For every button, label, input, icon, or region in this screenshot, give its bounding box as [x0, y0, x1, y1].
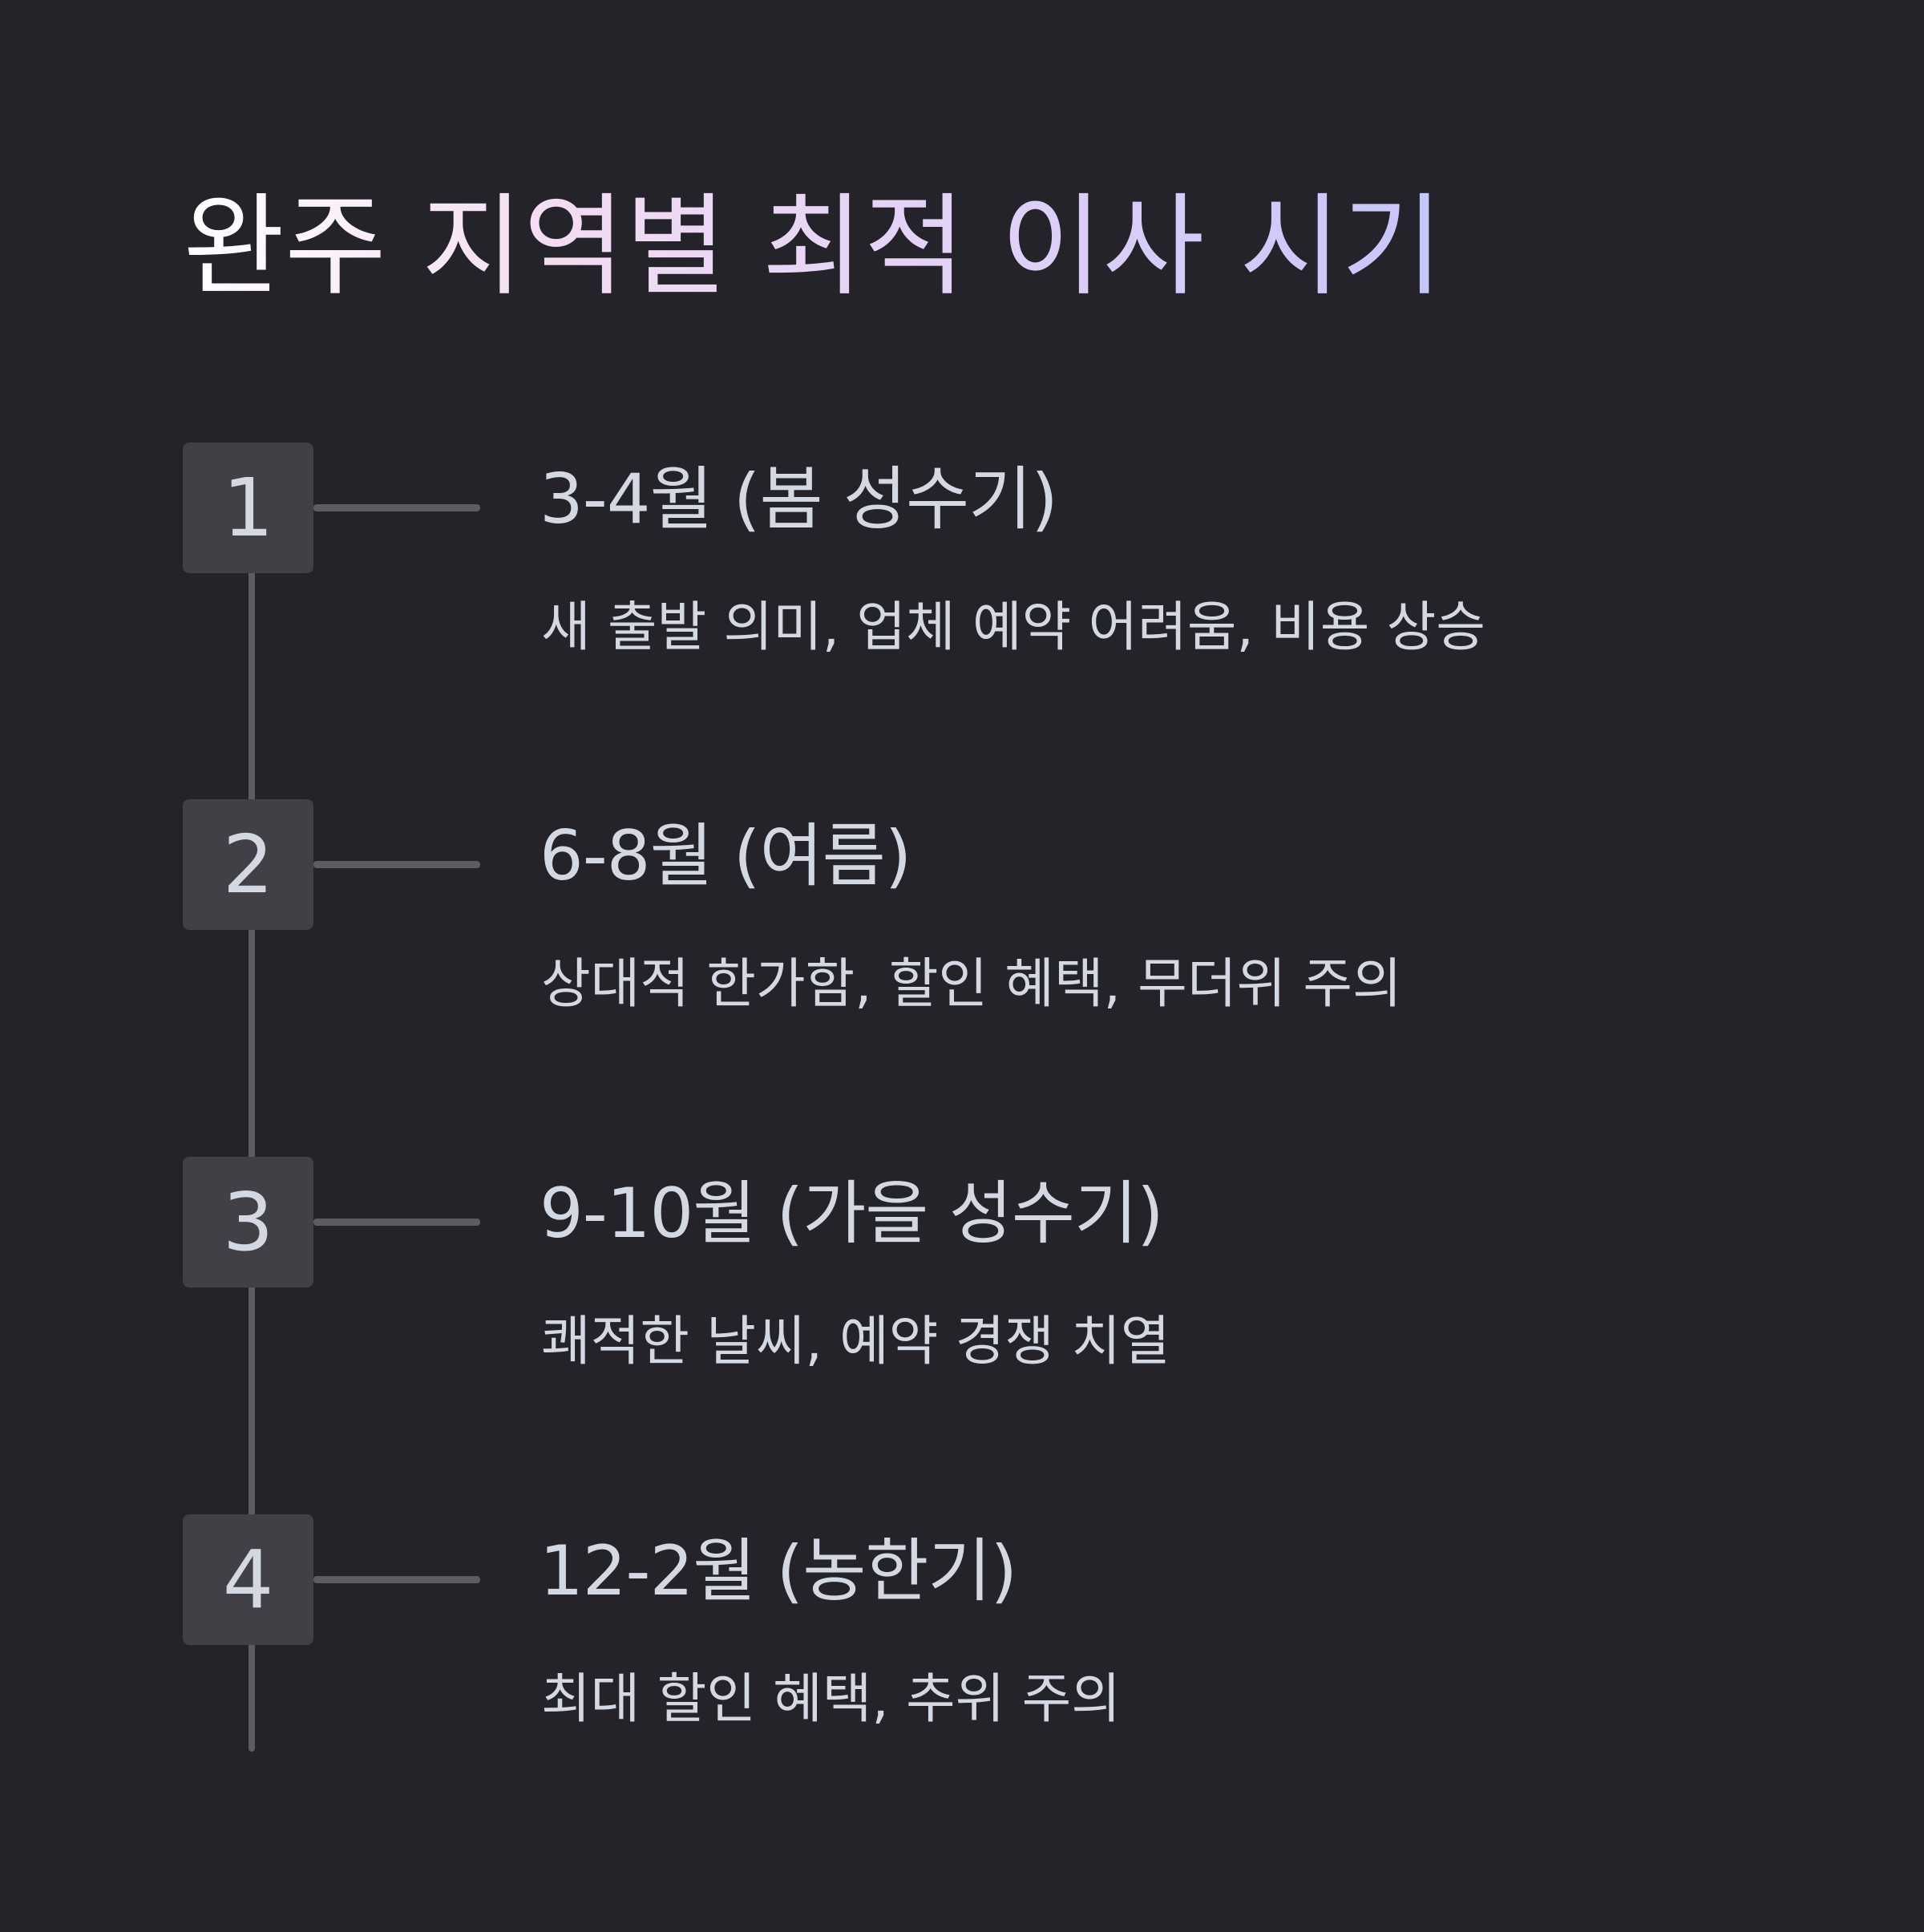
step-description: 상대적 한가함, 할인 혜택, 무더위 주의: [541, 952, 1402, 1015]
step-description: 새 출발 의미, 업체 예약 어려움, 비용 상승: [541, 596, 1485, 658]
timeline-step-3: 3 9-10월 (가을 성수기) 쾌적한 날씨, 예약 경쟁 치열: [0, 1157, 1924, 1372]
step-title: 9-10월 (가을 성수기): [540, 1174, 1164, 1254]
timeline-line: [249, 497, 255, 1752]
step-description: 쾌적한 날씨, 예약 경쟁 치열: [541, 1310, 1170, 1372]
step-title: 12-2월 (농한기): [540, 1531, 1017, 1611]
step-connector: [313, 1219, 480, 1226]
step-number-badge: 1: [183, 443, 313, 573]
step-connector: [313, 504, 480, 511]
step-number-badge: 4: [183, 1514, 313, 1645]
timeline-step-2: 2 6-8월 (여름) 상대적 한가함, 할인 혜택, 무더위 주의: [0, 799, 1924, 1015]
step-title: 3-4월 (봄 성수기): [540, 459, 1058, 540]
step-description: 최대 할인 혜택, 추위 주의: [541, 1667, 1121, 1730]
step-title: 6-8월 (여름): [540, 816, 911, 896]
step-connector: [313, 1576, 480, 1583]
step-number-badge: 3: [183, 1157, 313, 1287]
timeline-step-4: 4 12-2월 (농한기) 최대 할인 혜택, 추위 주의: [0, 1514, 1924, 1730]
timeline-step-1: 1 3-4월 (봄 성수기) 새 출발 의미, 업체 예약 어려움, 비용 상승: [0, 443, 1924, 658]
step-number-badge: 2: [183, 799, 313, 930]
page-title: 완주 지역별 최적 이사 시기: [183, 180, 1443, 313]
step-connector: [313, 861, 480, 868]
